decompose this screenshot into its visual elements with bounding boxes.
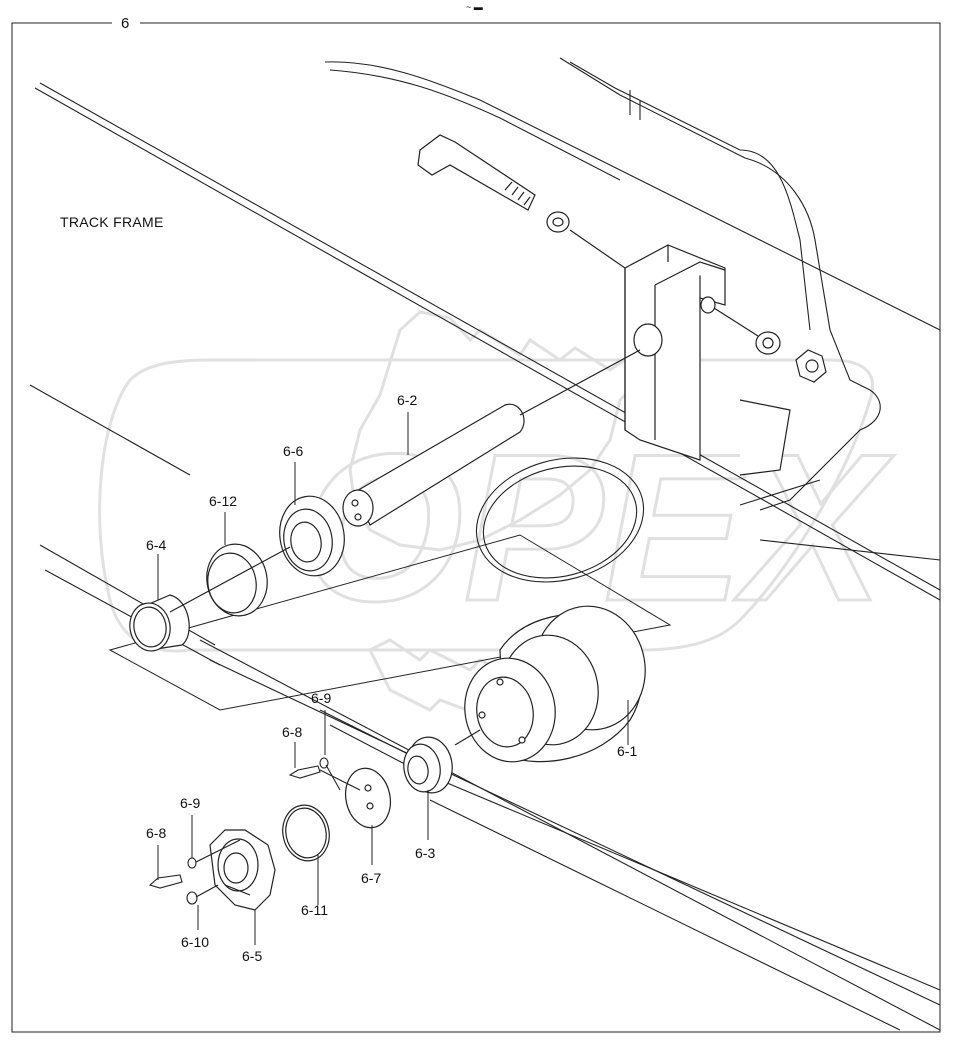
frame-number: 6 — [121, 15, 130, 32]
o-ring-6-11 — [282, 804, 330, 862]
bearing-6-6 — [279, 495, 345, 577]
callout-6-4: 6-4 — [146, 537, 167, 553]
top-mark: ~ ▬ — [466, 2, 483, 12]
mounting-bracket — [624, 244, 791, 476]
assembly-outline — [108, 534, 672, 711]
callout-6-11: 6-11 — [301, 902, 328, 918]
callout-6-12: 6-12 — [209, 493, 238, 509]
callout-6-2: 6-2 — [397, 392, 418, 408]
callout-6-10: 6-10 — [181, 934, 210, 950]
bushing-6-4 — [129, 546, 291, 652]
leader-lines — [157, 412, 629, 945]
plate-6-7 — [344, 767, 392, 829]
opex-watermark: OPEX — [98, 310, 896, 722]
callout-6-8-lower: 6-8 — [146, 825, 167, 841]
callout-6-7: 6-7 — [361, 870, 382, 886]
diagram-title: TRACK FRAME — [60, 214, 164, 230]
callout-6-1: 6-1 — [617, 743, 638, 759]
callout-6-9-upper: 6-9 — [311, 690, 332, 706]
callout-6-3: 6-3 — [415, 845, 436, 861]
collar-6-12 — [206, 543, 268, 617]
shaft-6-2 — [342, 349, 641, 527]
callout-6-8-upper: 6-8 — [282, 724, 303, 740]
roller-6-1 — [454, 605, 646, 763]
hub-6-5 — [195, 829, 276, 911]
drawing-frame — [11, 22, 941, 1033]
callout-6-6: 6-6 — [283, 443, 304, 459]
bolt — [417, 134, 827, 383]
seal-outline — [475, 457, 645, 583]
seal-6-3 — [403, 736, 453, 794]
callout-6-9-lower: 6-9 — [180, 795, 201, 811]
callout-6-5: 6-5 — [242, 948, 263, 964]
